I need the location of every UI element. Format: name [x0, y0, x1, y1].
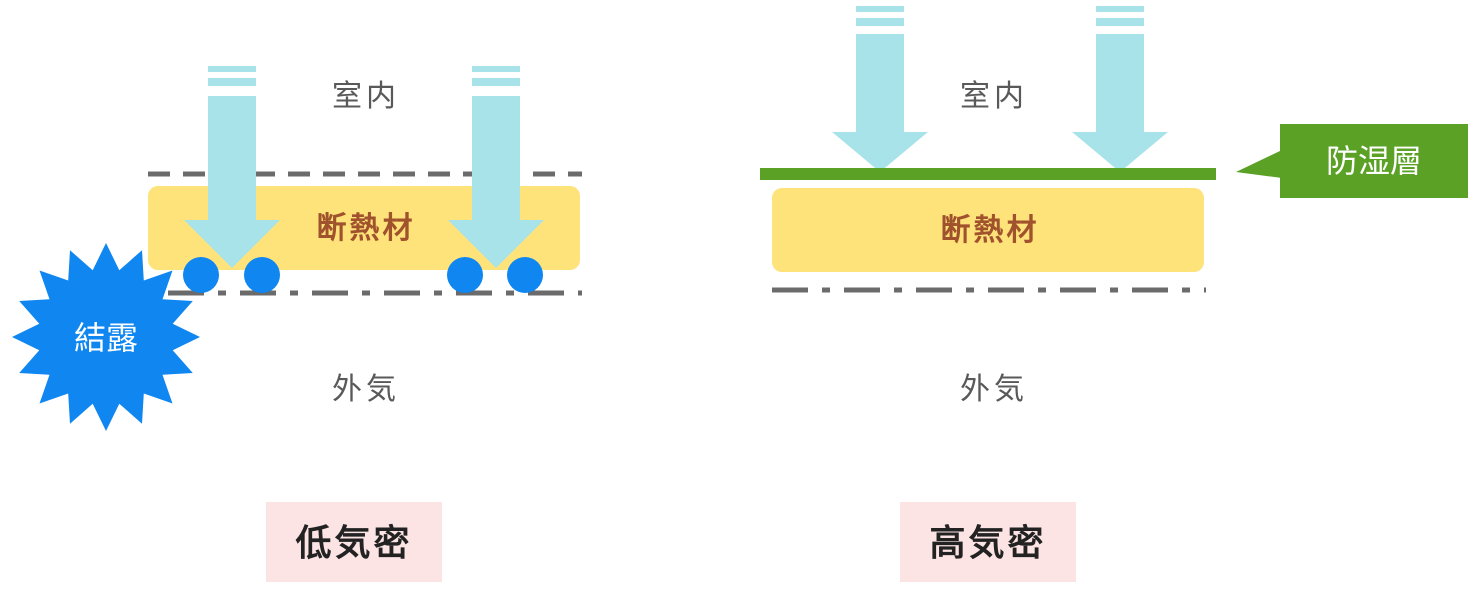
right-insulation-label: 断熱材: [941, 213, 1040, 248]
condensation-label: 結露: [74, 319, 138, 357]
right-moisture-arrow-2: [1072, 6, 1168, 172]
condensation-droplet: [244, 257, 280, 293]
condensation-droplet: [447, 257, 483, 293]
left-outdoor-label: 外気: [332, 372, 400, 407]
left-moisture-arrow-2: [448, 66, 544, 268]
vapor-barrier-callout-pointer: [1236, 150, 1282, 178]
condensation-droplet: [507, 257, 543, 293]
left-moisture-arrow-1: [184, 66, 280, 268]
condensation-droplet: [183, 257, 219, 293]
right-outdoor-label: 外気: [960, 372, 1028, 407]
right-indoor-label: 室内: [960, 79, 1028, 114]
vapor-barrier-label: 防湿層: [1326, 142, 1422, 180]
left-panel: 室内 断熱材 外気 結露 低気密: [12, 66, 582, 582]
vapor-barrier-layer: [760, 168, 1216, 180]
condensation-burst-icon: [12, 243, 200, 431]
right-moisture-arrow-1: [832, 6, 928, 172]
left-title: 低気密: [295, 522, 412, 564]
right-insulation-block: [772, 188, 1204, 272]
right-panel: 防湿層 室内 断熱材 外気 高気密: [760, 6, 1468, 582]
left-indoor-label: 室内: [332, 79, 400, 114]
left-title-box: [266, 502, 442, 582]
right-title-box: [900, 502, 1076, 582]
vapor-barrier-callout-box: [1280, 124, 1468, 198]
left-insulation-label: 断熱材: [317, 211, 416, 246]
right-title: 高気密: [929, 522, 1046, 564]
